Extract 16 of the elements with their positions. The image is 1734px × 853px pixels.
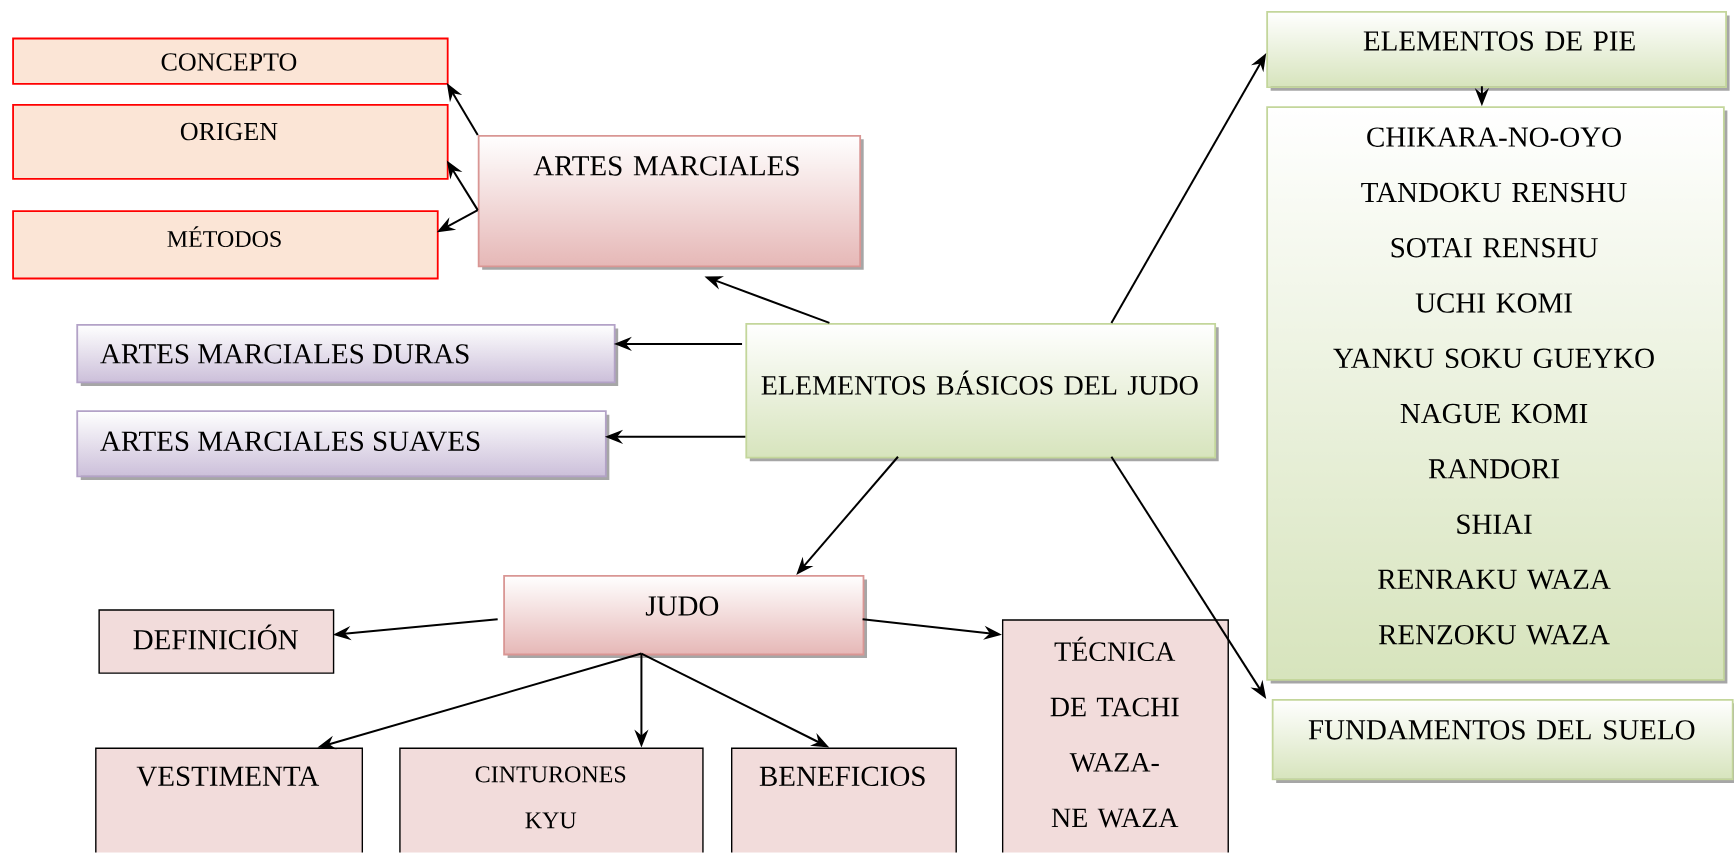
concept-box: CINTURONES KYU xyxy=(399,747,704,853)
list-box: CHIKARA-NO-OYO TANDOKU RENSHU SOTAI RENSHU UCHI KOMI YANKU SOKU GUEYKO NAGUE KOMI RANDORI SHIAI RENRAKU WAZA RENZOKU WAZA xyxy=(1266,106,1728,684)
concept-box: ARTES MARCIALES DURAS xyxy=(76,324,619,387)
concept-box: ARTES MARCIALES SUAVES xyxy=(76,410,610,481)
concept-box: MÉTODOS xyxy=(12,210,439,280)
concept-box: FUNDAMENTOS DEL SUELO xyxy=(1271,699,1734,784)
concept-box: ELEMENTOS BÁSICOS DEL JUDO xyxy=(745,323,1219,462)
concept-box: ARTES MARCIALES xyxy=(477,135,864,271)
concept-box: ORIGEN xyxy=(12,104,449,181)
concept-box: VESTIMENTA xyxy=(95,747,364,853)
concept-box: CONCEPTO xyxy=(12,37,449,85)
concept-box: BENEFICIOS xyxy=(731,747,957,853)
concept-box: TÉCNICA DE TACHI WAZA- NE WAZA xyxy=(1001,619,1229,853)
concept-box: DEFINICIÓN xyxy=(98,609,335,674)
concept-box: JUDO xyxy=(503,575,867,659)
concept-box: ELEMENTOS DE PIE xyxy=(1266,11,1730,91)
